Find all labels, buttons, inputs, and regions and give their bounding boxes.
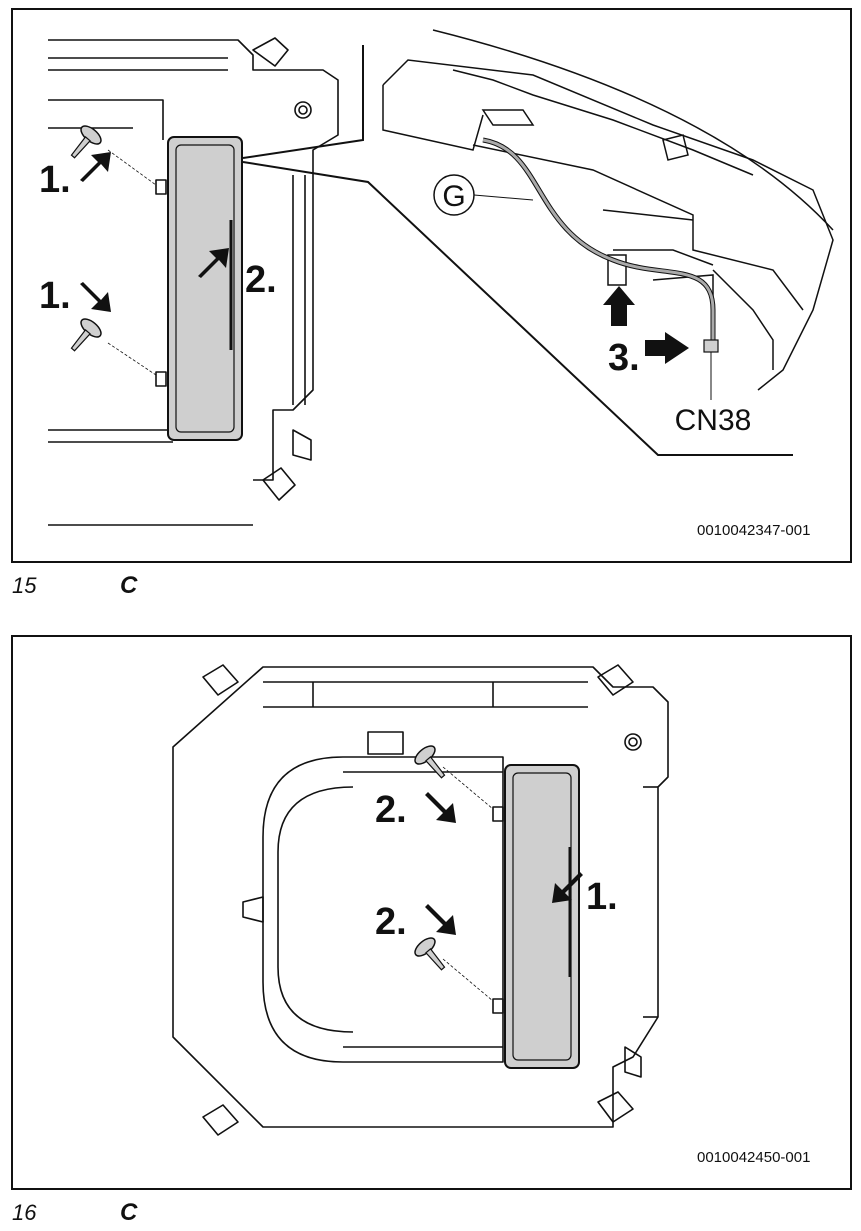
screw-icon: [414, 937, 446, 971]
figure-2-drawing: 2. 2. 1.: [172, 664, 669, 1136]
step-label: 1.: [39, 159, 71, 201]
cover-panel-2: [504, 764, 580, 1069]
arrow-icon: [80, 152, 111, 182]
wire-label-g: G: [442, 180, 465, 213]
connector-label-cn38: CN38: [675, 404, 752, 437]
figure-2: 2. 2. 1. 0010042450-001: [11, 635, 852, 1190]
step-label: 2.: [245, 259, 277, 301]
connector-icon: [703, 339, 719, 353]
figure-number: 16: [12, 1200, 37, 1225]
figure-number: 15: [12, 573, 37, 598]
step-label: 1.: [39, 275, 71, 317]
step-label: 2.: [375, 789, 407, 831]
step-label: 3.: [608, 337, 640, 379]
arrow-icon: [425, 792, 456, 823]
figure-id: 0010042347-001: [697, 522, 811, 539]
arrow-icon: [645, 332, 689, 364]
step-label: 2.: [375, 901, 407, 943]
figure-id: 0010042450-001: [697, 1149, 811, 1166]
step-label: 1.: [586, 876, 618, 918]
screw-icon: [414, 745, 446, 779]
arrow-icon: [603, 286, 635, 326]
arrow-icon: [552, 872, 583, 903]
arrow-icon: [80, 282, 111, 312]
screw-icon: [70, 125, 102, 159]
arrow-icon: [425, 904, 456, 935]
cover-panel-1: [167, 136, 243, 441]
figure-1: 1. 1. 2. G 3.: [11, 8, 852, 563]
figure-1-drawing: 1. 1. 2. G 3.: [39, 29, 834, 526]
figure-caption: C: [120, 1199, 138, 1226]
figure-caption: C: [120, 572, 138, 599]
arrow-icon: [198, 248, 229, 278]
screw-icon: [70, 318, 102, 352]
